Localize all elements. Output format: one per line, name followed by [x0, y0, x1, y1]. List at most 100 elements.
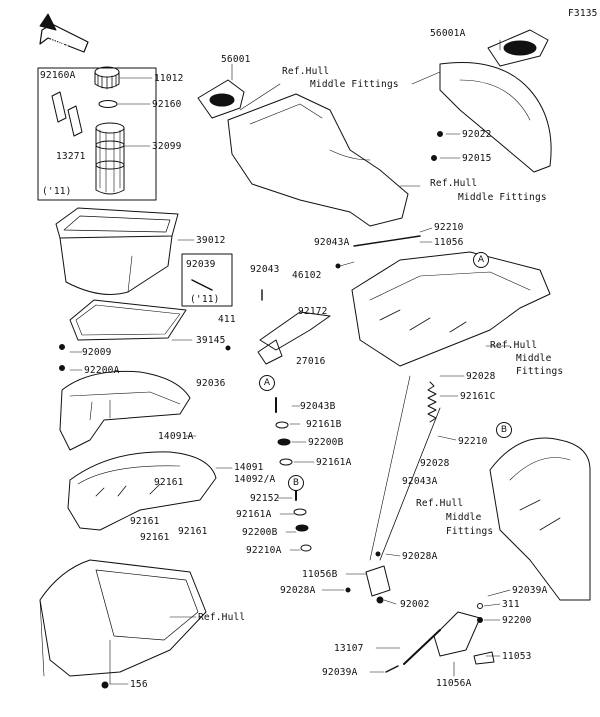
- part-label: 92015: [462, 153, 492, 164]
- part-label: 92210: [458, 436, 488, 447]
- bracket-92160a: [51, 91, 67, 123]
- gasket-39145: [69, 299, 187, 341]
- vent-56001a: [487, 29, 549, 67]
- part-label: 92036: [196, 378, 226, 389]
- part-label: 56001: [221, 54, 251, 65]
- ref-label: Ref.Hull: [490, 340, 538, 351]
- bolt-box-92039: [181, 253, 233, 307]
- fuel-cap-assembly-box: [37, 67, 157, 201]
- ref-label: Middle Fittings: [458, 192, 547, 203]
- part-label: 11056A: [436, 678, 472, 689]
- part-label: 14091: [234, 462, 264, 473]
- part-label: 14091A: [158, 431, 194, 442]
- middle-fittings-upper-panel: [227, 93, 409, 227]
- ref-label: Middle Fittings: [310, 79, 399, 90]
- part-label: 92161A: [236, 509, 272, 520]
- part-label: 92161: [140, 532, 170, 543]
- ref-label: Fittings: [516, 366, 564, 377]
- bracket-11056b: [365, 565, 391, 597]
- year-note: ('11): [42, 186, 72, 197]
- part-label: 156: [130, 679, 148, 690]
- part-label: 13107: [334, 643, 364, 654]
- middle-fittings-right-panel: [439, 61, 552, 173]
- part-label: 92039A: [512, 585, 548, 596]
- part-label: 92200: [502, 615, 532, 626]
- part-label: 92028A: [402, 551, 438, 562]
- lever-assembly-46102: [257, 311, 331, 365]
- part-label: 92043B: [300, 401, 336, 412]
- part-label: 11056: [434, 237, 464, 248]
- part-label: 92043A: [314, 237, 350, 248]
- part-label: 92160: [152, 99, 182, 110]
- part-label: 39012: [196, 235, 226, 246]
- part-label: 92028: [466, 371, 496, 382]
- part-label: 92160A: [40, 70, 76, 81]
- part-label: 14092/A: [234, 474, 276, 485]
- part-label: 46102: [292, 270, 322, 281]
- ref-label: Ref.Hull: [416, 498, 464, 509]
- part-label: 92161: [154, 477, 184, 488]
- o-ring-92160: [98, 100, 118, 108]
- part-label: 11053: [502, 651, 532, 662]
- ref-label: Ref.Hull: [282, 66, 330, 77]
- ref-label: Ref.Hull: [198, 612, 246, 623]
- part-label: 92152: [250, 493, 280, 504]
- ref-label: Middle: [516, 353, 552, 364]
- ref-label: Middle: [446, 512, 482, 523]
- part-label: 92039A: [322, 667, 358, 678]
- part-label: 92200B: [242, 527, 278, 538]
- ref-label: Fittings: [446, 526, 494, 537]
- part-label: 92009: [82, 347, 112, 358]
- part-label: 92210A: [246, 545, 282, 556]
- callout-b: B: [288, 475, 304, 491]
- vent-56001: [197, 79, 245, 119]
- part-label: 92161: [130, 516, 160, 527]
- leader-lines: [69, 39, 511, 685]
- callout-b: B: [496, 422, 512, 438]
- figure-code: F3135: [568, 8, 598, 19]
- clip-11053: [473, 651, 495, 665]
- part-label: 92161B: [306, 419, 342, 430]
- year-note: ('11): [190, 294, 220, 305]
- filler-neck-32099: [95, 122, 125, 195]
- bracket-11056a: [433, 611, 481, 657]
- part-label: 92028: [420, 458, 450, 469]
- callout-a: A: [473, 252, 489, 268]
- part-label: 27016: [296, 356, 326, 367]
- part-label: 13271: [56, 151, 86, 162]
- cover-14091: [67, 451, 217, 531]
- part-label: 92043A: [402, 476, 438, 487]
- part-label: 411: [218, 314, 236, 325]
- cover-14091a: [59, 370, 191, 451]
- part-label: 92022: [462, 129, 492, 140]
- part-label: 11056B: [302, 569, 338, 580]
- part-label: 92200A: [84, 365, 120, 376]
- part-label: 92002: [400, 599, 430, 610]
- part-label: 92043: [250, 264, 280, 275]
- part-label: 92200B: [308, 437, 344, 448]
- part-label: 92161C: [460, 391, 496, 402]
- ref-label: Ref.Hull: [430, 178, 478, 189]
- part-label: 56001A: [430, 28, 466, 39]
- cap-11012: [94, 66, 120, 90]
- bracket-13271: [67, 105, 83, 137]
- part-label: 92039: [186, 259, 216, 270]
- middle-tray: [351, 251, 551, 367]
- part-label: 39145: [196, 335, 226, 346]
- part-label: 32099: [152, 141, 182, 152]
- front-arrow-icon: [39, 13, 89, 53]
- storage-bin-39012: [55, 207, 179, 295]
- part-label: 92161: [178, 526, 208, 537]
- part-label: 311: [502, 599, 520, 610]
- part-label: 11012: [154, 73, 184, 84]
- hull-lower-panel: [39, 559, 207, 677]
- part-label: 92028A: [280, 585, 316, 596]
- part-label: 92172: [298, 306, 328, 317]
- spring-92161c: [427, 381, 437, 423]
- middle-fittings-lower-right: [489, 437, 591, 601]
- part-label: 92161A: [316, 457, 352, 468]
- part-label: 92210: [434, 222, 464, 233]
- callout-a: A: [259, 375, 275, 391]
